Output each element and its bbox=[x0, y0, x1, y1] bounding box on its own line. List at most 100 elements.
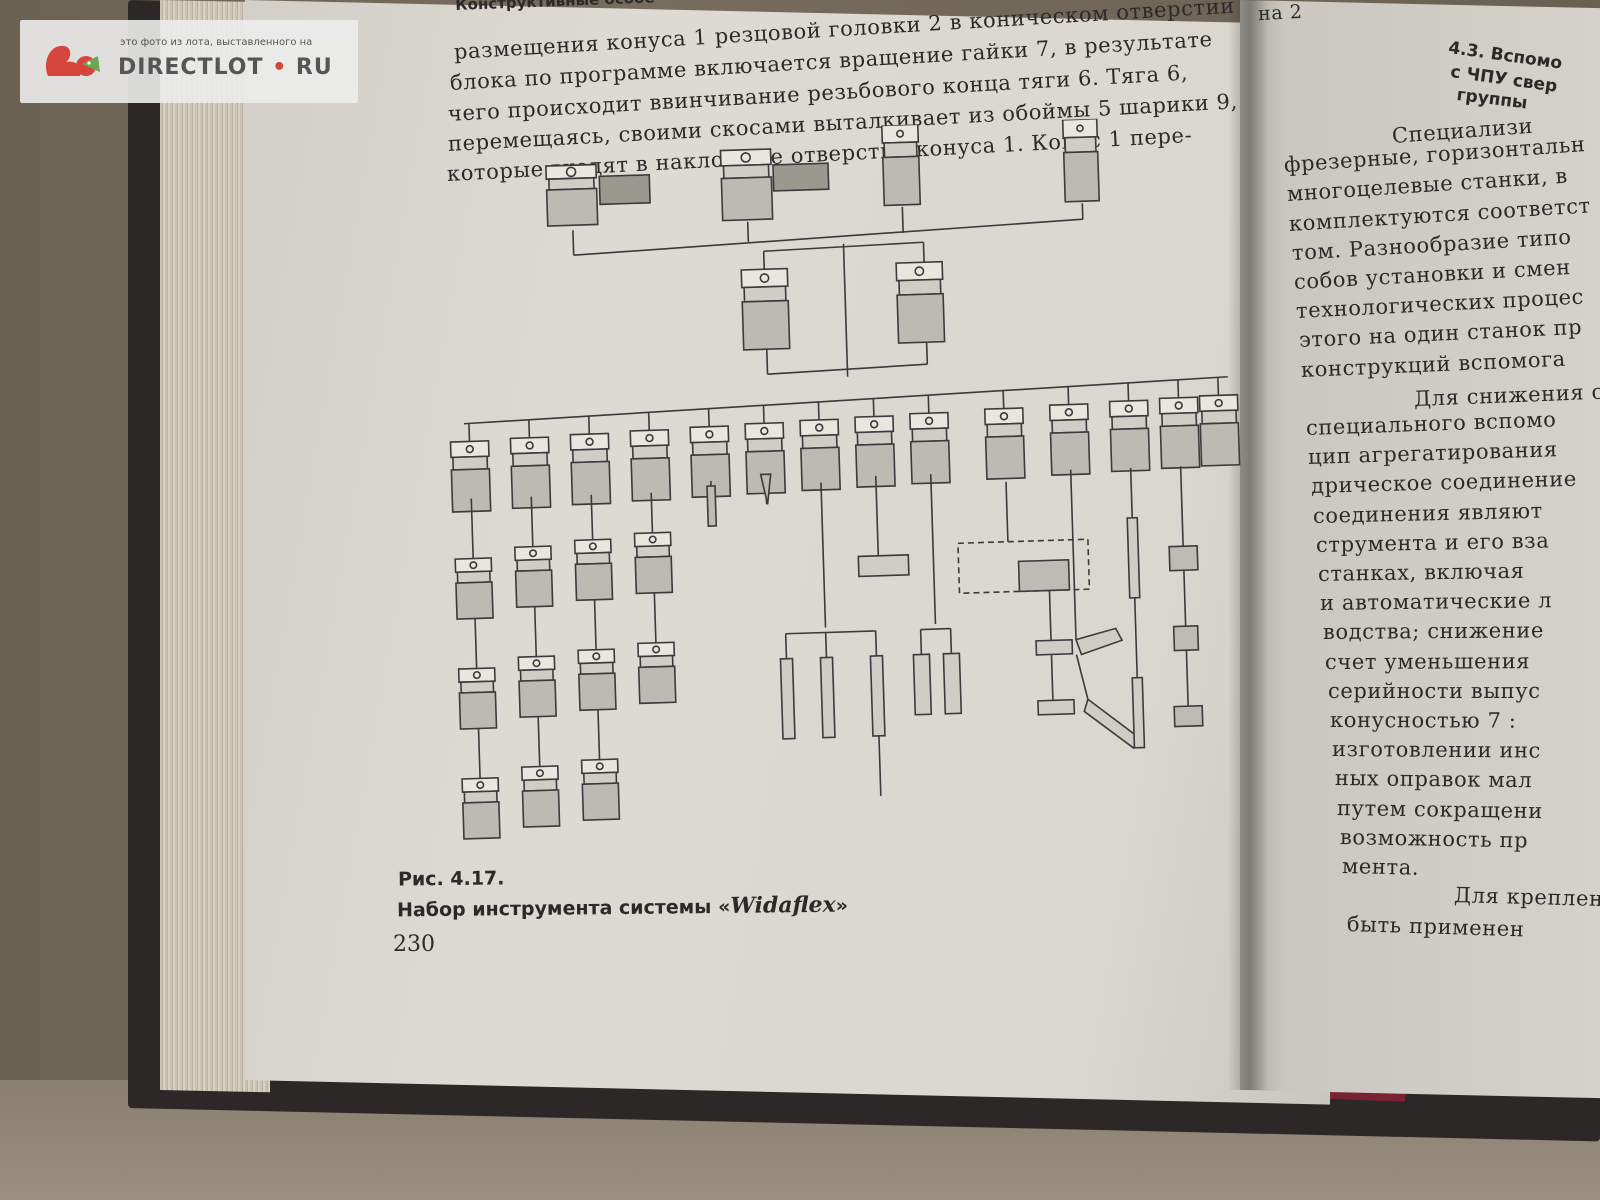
threaded-shank bbox=[772, 162, 830, 192]
taper-adapter-body bbox=[881, 155, 922, 207]
right-running-header: на 2 bbox=[1257, 0, 1304, 26]
holder-index-mark bbox=[760, 426, 769, 436]
extension-bar bbox=[779, 657, 796, 740]
diagram-line bbox=[820, 482, 827, 628]
right-paragraph-line: возможность пр bbox=[1339, 824, 1528, 853]
diagram-line bbox=[1005, 481, 1009, 542]
holder-index-mark bbox=[465, 444, 474, 454]
diagram-line bbox=[1075, 654, 1089, 700]
diagram-line bbox=[1183, 570, 1187, 627]
squirrel-icon bbox=[45, 45, 100, 76]
diagram-line bbox=[587, 416, 591, 435]
diagram-line bbox=[1127, 382, 1130, 401]
diagram-line bbox=[920, 627, 951, 631]
diagram-line bbox=[573, 218, 1083, 257]
diagram-line bbox=[1050, 654, 1054, 701]
holder-index-mark bbox=[532, 659, 541, 668]
holder-index-mark bbox=[645, 433, 654, 443]
boring-bar bbox=[1083, 697, 1141, 750]
threaded-shank bbox=[598, 173, 651, 206]
holder-index-mark bbox=[565, 166, 577, 178]
watermark-caption: это фото из лота, выставленного на bbox=[120, 37, 313, 48]
boring-bar-head bbox=[857, 554, 910, 578]
diagram-line bbox=[593, 599, 597, 650]
diagram-line bbox=[927, 395, 930, 414]
holder-index-mark bbox=[999, 412, 1009, 421]
right-paragraph-line: счет уменьшения bbox=[1325, 648, 1531, 674]
extension-bar bbox=[819, 656, 836, 739]
boring-bar bbox=[1074, 627, 1124, 656]
right-paragraph-line: Для креплен bbox=[1454, 883, 1600, 912]
diagram-line bbox=[949, 628, 953, 654]
holder-index-mark bbox=[869, 420, 879, 429]
base-adapter-body bbox=[545, 187, 599, 227]
diagram-line bbox=[1081, 203, 1084, 220]
diagram-line bbox=[901, 206, 904, 233]
holder-index-mark bbox=[759, 273, 770, 283]
diagram-line bbox=[572, 230, 575, 256]
diagram-line bbox=[785, 630, 876, 635]
page-number: 230 bbox=[393, 932, 435, 957]
holder-index-mark bbox=[652, 645, 661, 654]
holder-index-mark bbox=[1064, 408, 1074, 417]
diagram-line bbox=[537, 716, 541, 767]
taper-adapter-body bbox=[1062, 150, 1101, 203]
right-paragraph-line: цип агрегатирования bbox=[1308, 437, 1559, 470]
holder-index-mark bbox=[592, 652, 601, 661]
holder-index-mark bbox=[924, 416, 934, 426]
right-paragraph-line: серийности выпус bbox=[1327, 678, 1541, 703]
diagram-line bbox=[767, 363, 928, 375]
diagram-line bbox=[1217, 377, 1220, 396]
holder-index-mark bbox=[528, 549, 538, 558]
right-paragraph-line: быть применен bbox=[1346, 912, 1525, 942]
diagram-line bbox=[784, 633, 788, 659]
cutting-insert-holder-body bbox=[581, 782, 621, 822]
book-gutter bbox=[1228, 0, 1268, 1090]
holder-index-mark bbox=[815, 423, 824, 432]
holder-index-mark bbox=[914, 266, 925, 277]
diagram-line bbox=[1069, 469, 1077, 640]
holder-index-mark bbox=[595, 762, 604, 771]
watermark-brand: DIRECTLOT • RU bbox=[118, 55, 333, 80]
diagram-line bbox=[874, 630, 878, 656]
right-paragraph-line: специального вспомо bbox=[1305, 407, 1557, 440]
drill-bit bbox=[759, 473, 772, 505]
right-paragraph-line: путем сокращени bbox=[1337, 795, 1544, 823]
diagram-line bbox=[1185, 650, 1189, 707]
watermark-brand-name: DIRECTLOT bbox=[118, 55, 264, 80]
diagram-line bbox=[650, 492, 654, 533]
diagram-line bbox=[842, 243, 849, 377]
drill-bit bbox=[706, 485, 718, 527]
diagram-line bbox=[1179, 466, 1184, 547]
holder-index-mark bbox=[469, 561, 478, 570]
right-paragraph-line: конструкций вспомога bbox=[1300, 346, 1567, 382]
cutting-insert-holder-body bbox=[574, 562, 614, 602]
tool-holder-body bbox=[984, 435, 1026, 480]
diagram-line bbox=[817, 401, 820, 420]
holder-index-mark bbox=[1124, 404, 1134, 413]
intermediate-adapter-body bbox=[896, 292, 946, 344]
extension-bar bbox=[942, 652, 963, 715]
diagram-line bbox=[647, 412, 651, 431]
base-adapter-body bbox=[720, 176, 774, 222]
diagram-line bbox=[590, 494, 594, 540]
cutting-insert-holder-body bbox=[521, 789, 561, 828]
diagram-line bbox=[468, 423, 471, 442]
holder-index-mark bbox=[740, 152, 752, 163]
tool-holder-body bbox=[1199, 421, 1241, 467]
holder-index-mark bbox=[648, 535, 657, 544]
diagram-line bbox=[1002, 390, 1005, 409]
right-paragraph-line: станках, включая bbox=[1317, 558, 1525, 586]
diagram-line bbox=[477, 728, 481, 779]
right-paragraph-line: водства; снижение bbox=[1322, 618, 1544, 645]
right-paragraph-line: и автоматические л bbox=[1320, 588, 1553, 616]
quick-change-chuck bbox=[1173, 704, 1204, 728]
holder-index-mark bbox=[525, 441, 534, 450]
diagram-line bbox=[530, 496, 534, 547]
facing-head-slide bbox=[1017, 559, 1071, 593]
right-paragraph-line: струмента и его вза bbox=[1315, 528, 1550, 557]
directlot-watermark: это фото из лота, выставленного на DIREC… bbox=[20, 20, 358, 103]
diagram-line bbox=[1177, 379, 1180, 398]
diagram-line bbox=[1129, 467, 1134, 518]
